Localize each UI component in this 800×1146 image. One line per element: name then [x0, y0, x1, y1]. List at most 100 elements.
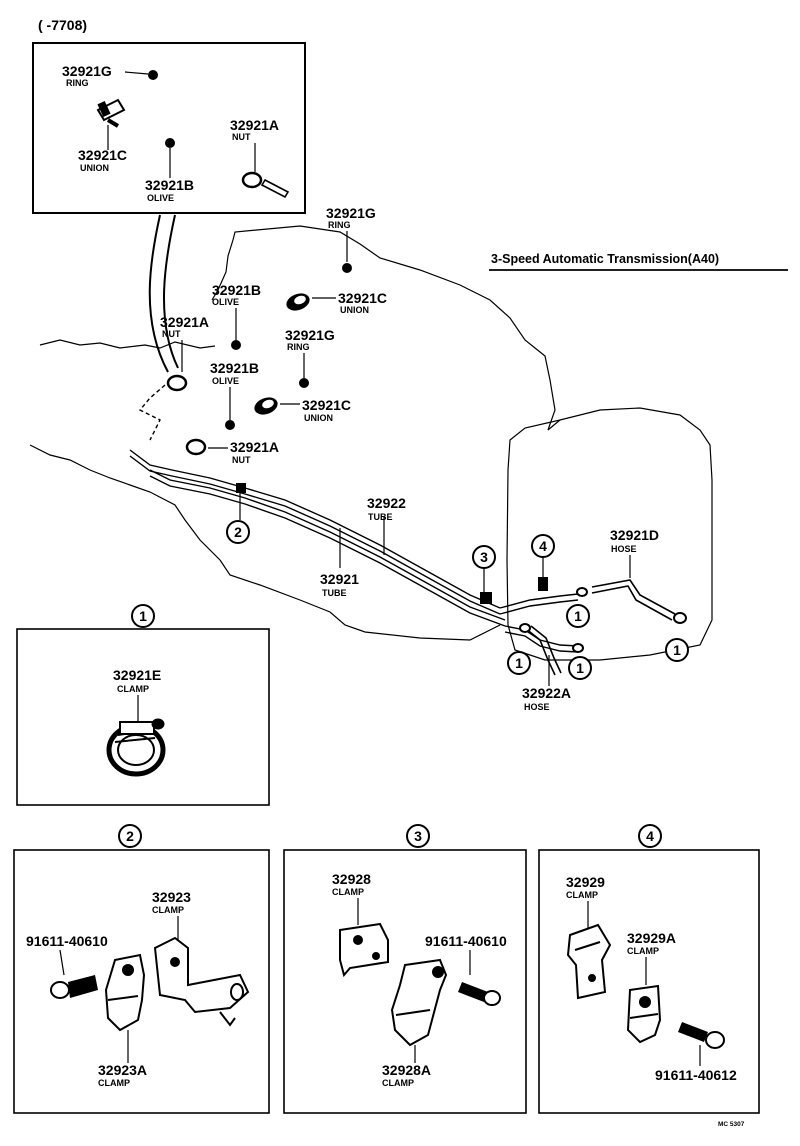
clamp-32929-name: CLAMP [566, 890, 598, 900]
clamp-32923a-num: 32923A [98, 1062, 147, 1078]
detail-3-header: 3 [406, 824, 430, 848]
bolt-b-num: 91611-40610 [425, 933, 507, 949]
hose-32921d-name: HOSE [611, 544, 637, 554]
nut-2-name: NUT [232, 455, 251, 465]
ring-2-num: 32921G [285, 327, 335, 343]
inset-box-top [32, 42, 306, 214]
svg-text:1: 1 [515, 655, 523, 671]
svg-text:1: 1 [139, 608, 147, 624]
clamp-32923a-name: CLAMP [98, 1078, 130, 1088]
clamp-32928-name: CLAMP [332, 887, 364, 897]
union-2-icon [254, 397, 278, 415]
tube-32921-num: 32921 [320, 571, 359, 587]
olive-2-num: 32921B [210, 360, 259, 376]
transmission-outline [506, 407, 713, 661]
nut-1-icon [166, 374, 188, 392]
inset-olive-name: OLIVE [147, 193, 174, 203]
olive-2-name: OLIVE [212, 376, 239, 386]
clamp-32929a-num: 32929A [627, 930, 676, 946]
clamp-32921e-name: CLAMP [117, 684, 149, 694]
detail-box-1 [16, 628, 270, 806]
ring-2-icon [299, 378, 309, 388]
clamp-32928a-name: CLAMP [382, 1078, 414, 1088]
olive-2-icon [225, 420, 235, 430]
svg-text:4: 4 [646, 828, 654, 844]
svg-text:2: 2 [126, 828, 134, 844]
diagram-title: 3-Speed Automatic Transmission(A40) [491, 252, 719, 266]
svg-text:2: 2 [234, 524, 242, 540]
nut-2-icon [185, 438, 207, 456]
clamp-32929-num: 32929 [566, 874, 605, 890]
bolt-c-icon [678, 1022, 725, 1049]
tube-32922-name: TUBE [368, 512, 393, 522]
tube-32922-num: 32922 [367, 495, 406, 511]
callout-2-main: 2 [226, 520, 250, 544]
inset-olive-icon [165, 138, 175, 148]
bolt-a-num: 91611-40610 [26, 933, 108, 949]
clamp-32928-num: 32928 [332, 871, 371, 887]
hose-32921d-icon [591, 579, 676, 621]
detail-box-2 [13, 849, 270, 1114]
inset-union-icon [96, 98, 126, 128]
callout-1-a: 1 [566, 604, 590, 628]
clamp-32928a-icon [390, 958, 448, 1047]
svg-text:4: 4 [539, 538, 547, 554]
union-1-name: UNION [340, 305, 369, 315]
inset-nut-name: NUT [232, 132, 251, 142]
hose-32922a-num: 32922A [522, 685, 571, 701]
ring-top-icon [342, 263, 352, 273]
inset-ring-name: RING [66, 78, 89, 88]
bolt-c-num: 91611-40612 [655, 1067, 737, 1083]
bolt-a-icon [50, 975, 98, 999]
svg-text:3: 3 [480, 549, 488, 565]
hose-32922a-icon [524, 625, 562, 676]
union-2-num: 32921C [302, 397, 351, 413]
diagram-code: MC 5307 [718, 1121, 745, 1128]
nut-1-num: 32921A [160, 314, 209, 330]
clamp-32928a-num: 32928A [382, 1062, 431, 1078]
union-1-num: 32921C [338, 290, 387, 306]
detail-4-header: 4 [638, 824, 662, 848]
clamp-32923-num: 32923 [152, 889, 191, 905]
olive-1-icon [231, 340, 241, 350]
inset-ring-icon [148, 70, 158, 80]
detail-2-header: 2 [118, 824, 142, 848]
clamp-32921e-icon [106, 718, 166, 777]
bolt-b-icon [458, 982, 501, 1006]
olive-1-name: OLIVE [212, 297, 239, 307]
inset-olive-num: 32921B [145, 177, 194, 193]
clamp-32923-icon [153, 936, 250, 1027]
clamp-32923a-icon [104, 953, 146, 1032]
detail-box-3 [283, 849, 527, 1114]
hose-32922a-name: HOSE [524, 702, 550, 712]
cooler-tubes [129, 449, 579, 653]
svg-text:3: 3 [414, 828, 422, 844]
clamp-32928-icon [339, 922, 389, 978]
callout-4-main: 4 [531, 534, 555, 558]
clamp-32929a-name: CLAMP [627, 946, 659, 956]
inset-nut-num: 32921A [230, 117, 279, 133]
detail-1-header: 1 [131, 604, 155, 628]
olive-1-num: 32921B [212, 282, 261, 298]
inset-union-name: UNION [80, 163, 109, 173]
ring-top-name: RING [328, 220, 351, 230]
ring-top-num: 32921G [326, 205, 376, 221]
svg-text:1: 1 [574, 608, 582, 624]
ring-2-name: RING [287, 342, 310, 352]
detail-box-4 [538, 849, 760, 1114]
clamp-32929a-icon [626, 984, 662, 1044]
svg-text:1: 1 [673, 642, 681, 658]
union-2-name: UNION [304, 413, 333, 423]
inset-union-num: 32921C [78, 147, 127, 163]
clamp-32921e-num: 32921E [113, 667, 161, 683]
clamp-32923-name: CLAMP [152, 905, 184, 915]
svg-text:1: 1 [576, 660, 584, 676]
nut-2-num: 32921A [230, 439, 279, 455]
callout-1-d: 1 [665, 638, 689, 662]
clamp-32929-icon [566, 923, 612, 1000]
hose-32921d-num: 32921D [610, 527, 659, 543]
inset-ring-num: 32921G [62, 63, 112, 79]
callout-1-c: 1 [568, 656, 592, 680]
tube-32921-name: TUBE [322, 588, 347, 598]
